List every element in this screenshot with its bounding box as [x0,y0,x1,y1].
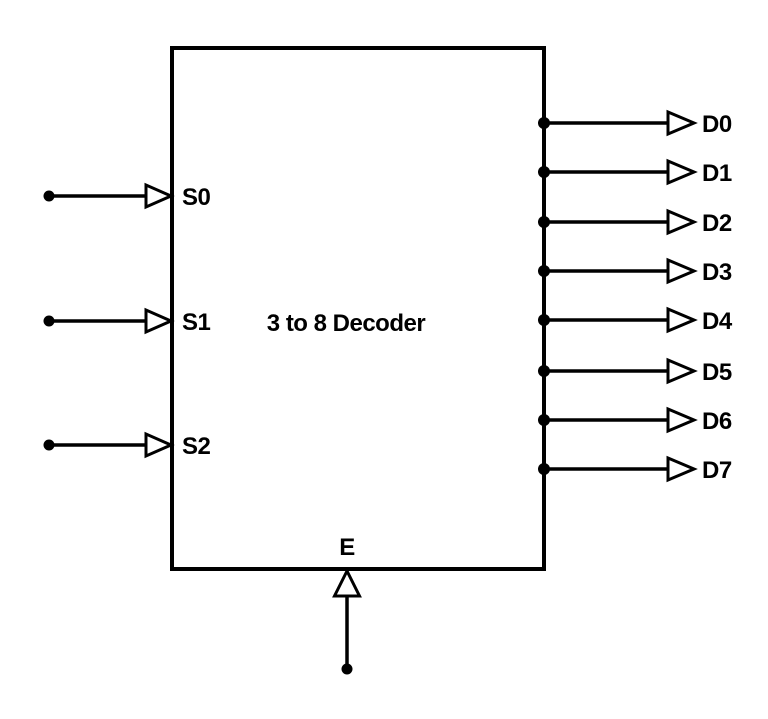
decoder-title: 3 to 8 Decoder [267,310,426,337]
output-d7: D7 [538,455,732,484]
output-pin-label: D6 [702,408,732,435]
enable-pin-label: E [339,534,355,561]
output-d2: D2 [538,208,732,237]
input-pin-label: S2 [182,433,211,460]
input-pin-label: S0 [182,184,211,211]
input-buffer-arrow-icon [144,182,175,210]
input-buffer-arrow-icon [144,307,175,335]
output-buffer-arrow-icon [666,158,698,186]
output-buffer-arrow-icon [666,357,698,385]
output-pin-label: D4 [702,308,733,335]
enable-terminal-dot [341,663,353,675]
output-d1: D1 [538,158,732,187]
output-pin-label: D2 [702,210,732,237]
output-d0: D0 [538,109,732,138]
decoder-body [170,46,546,571]
output-buffer-arrow-icon [666,208,698,236]
output-buffer-arrow-icon [666,257,698,285]
output-buffer-arrow-icon [666,109,698,137]
output-pin-label: D5 [702,359,732,386]
output-pin-label: D7 [702,457,732,484]
output-buffer-arrow-icon [666,455,698,483]
enable-input: E [332,534,362,675]
enable-buffer-arrow-icon [332,567,362,598]
input-s0: S0 [43,182,211,211]
output-d4: D4 [538,306,733,335]
input-buffer-arrow-icon [144,431,175,459]
input-s1: S1 [43,307,211,336]
input-pin-label: S1 [182,309,211,336]
input-s2: S2 [43,431,211,460]
output-buffer-arrow-icon [666,406,698,434]
output-buffer-arrow-icon [666,306,698,334]
output-pin-label: D0 [702,111,732,138]
output-d6: D6 [538,406,732,435]
output-pin-label: D3 [702,259,732,286]
output-d5: D5 [538,357,732,386]
output-pin-label: D1 [702,160,732,187]
output-d3: D3 [538,257,732,286]
